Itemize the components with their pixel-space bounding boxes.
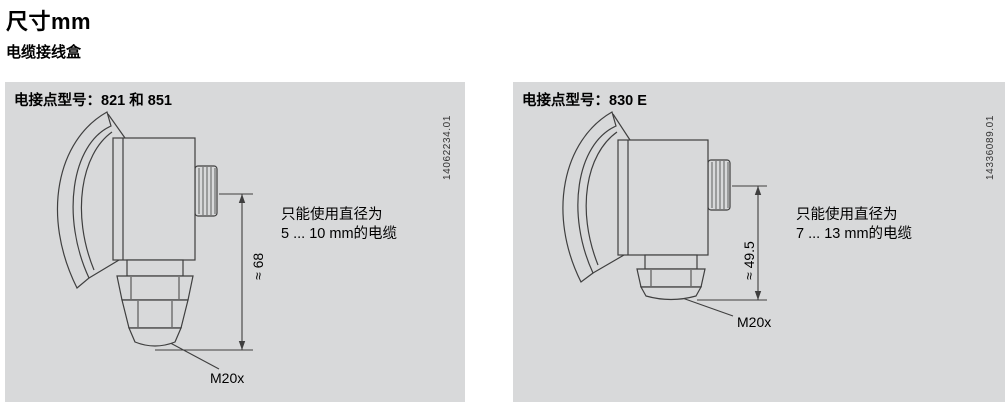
- gland-neck: [644, 254, 698, 270]
- thread-size-label: M20x: [210, 370, 244, 386]
- knurled-screw: [194, 165, 218, 217]
- gauge-lens: [57, 111, 112, 289]
- knurling-hatch: [198, 167, 216, 215]
- cable-note-line-1: 只能使用直径为: [281, 206, 383, 223]
- cable-note-line-2: 5 ... 10 mm的电缆: [281, 225, 397, 242]
- panel-header: 电接点型号：821 和 851: [14, 93, 172, 109]
- thread-size-label: M20x: [737, 314, 771, 330]
- technical-drawing-830e: ≈ 49.5 M20x 14336089.01 只能使用直径为 7 ... 13…: [562, 111, 996, 330]
- dimension-arrowheads: [754, 186, 762, 300]
- housing-body: [112, 137, 196, 261]
- gland-facets: [650, 270, 692, 286]
- gland-neck: [126, 259, 184, 277]
- device-outline: [57, 111, 218, 347]
- dimension-arrowheads: [238, 194, 246, 350]
- cable-gland-hex: [636, 268, 706, 288]
- panel-type-830e: 电接点型号：830 E: [513, 82, 1005, 402]
- housing-body: [617, 139, 709, 256]
- doc-number: 14336089.01: [985, 115, 996, 180]
- panel-type-821-851: 电接点型号：821 和 851: [5, 82, 465, 402]
- page-title: 尺寸mm: [6, 9, 92, 34]
- device-outline: [562, 111, 731, 301]
- technical-drawing-821-851: ≈ 68 M20x 14062234.01 只能使用直径为 5 ... 10 m…: [57, 111, 453, 386]
- section-subtitle: 电缆接线盒: [6, 44, 82, 61]
- cable-gland-hex: [116, 275, 194, 301]
- gauge-lens: [562, 111, 617, 283]
- dimension-label: ≈ 68: [250, 253, 266, 280]
- doc-number: 14062234.01: [442, 115, 453, 180]
- knurled-screw: [707, 159, 731, 211]
- knurling-hatch: [711, 161, 729, 209]
- cable-note-line-2: 7 ... 13 mm的电缆: [796, 225, 912, 242]
- cable-note-line-1: 只能使用直径为: [796, 206, 898, 223]
- dimension-label: ≈ 49.5: [741, 241, 757, 280]
- gland-facets: [130, 277, 180, 327]
- panel-header: 电接点型号：830 E: [522, 93, 647, 109]
